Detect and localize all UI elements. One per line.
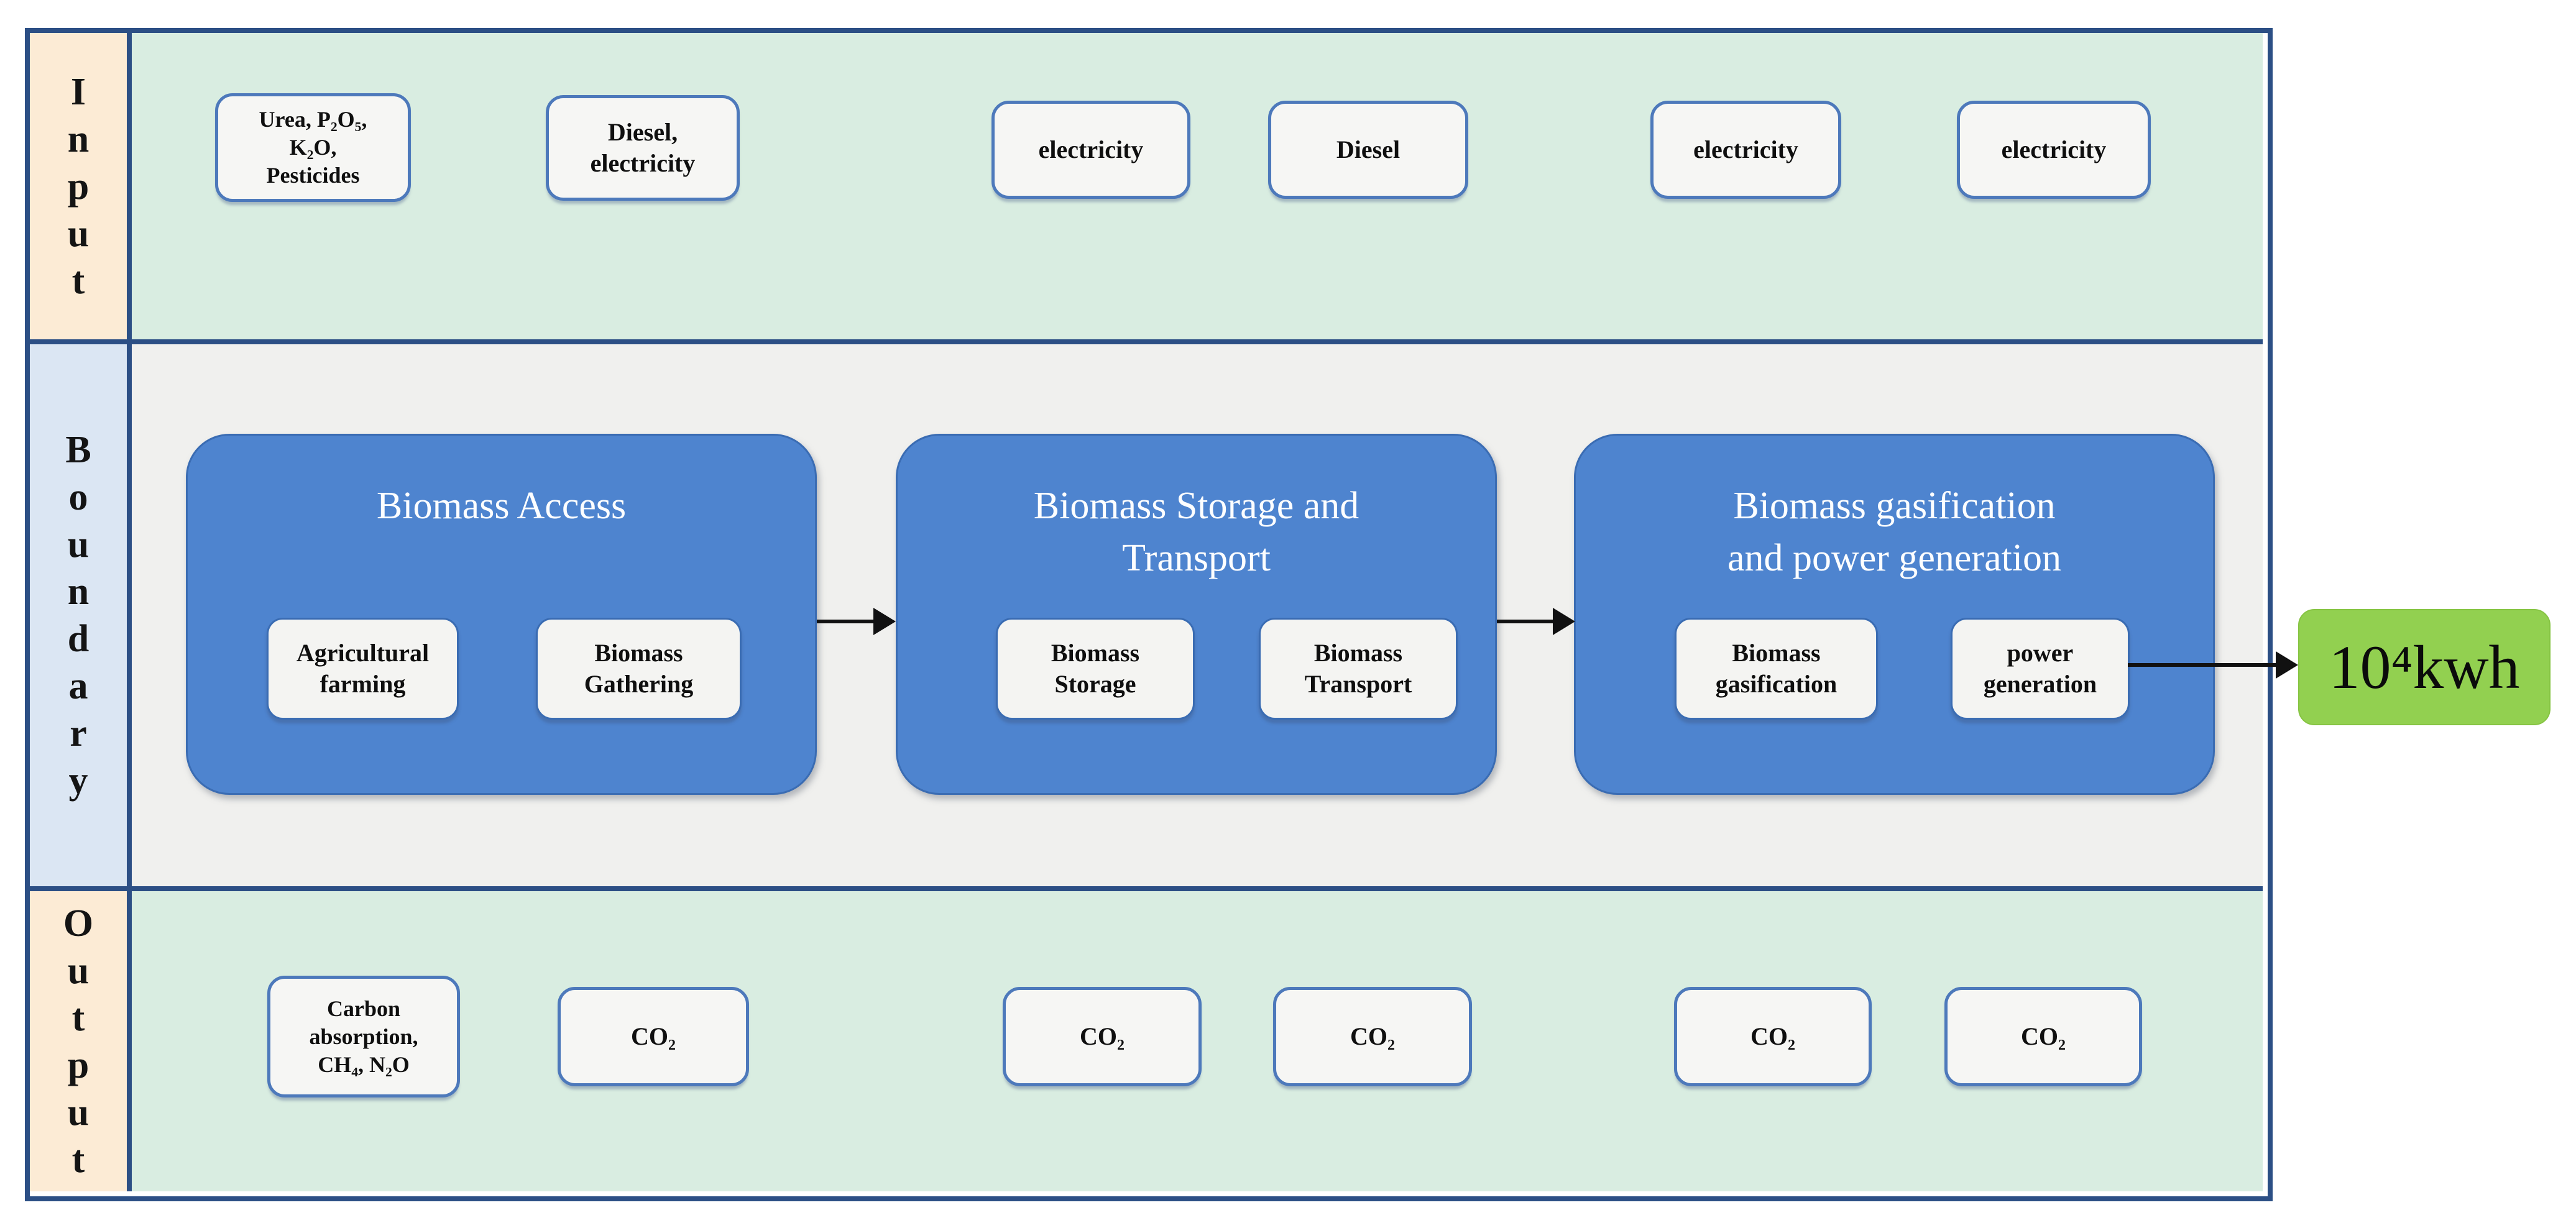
output-box-co2-transport: CO₂ [1273,987,1472,1086]
input-box-diesel-electricity: Diesel, electricity [546,95,740,201]
output-box-co2-farming: CO₂ [558,987,749,1086]
stage-biomass-storage-transport: Biomass Storage and Transport Biomass St… [896,434,1497,795]
arrow-access-to-storage-head [873,608,896,635]
label-column-divider [127,33,132,1191]
output-box-co2-power: CO₂ [1944,987,2142,1086]
arrow-storage-to-gasification-line [1497,620,1555,623]
input-boundary-divider [30,339,2263,344]
stage-biomass-access: Biomass Access Agricultural farming Biom… [186,434,817,795]
result-energy-box: 10⁴kwh [2298,609,2551,725]
arrow-power-to-result-line [2128,663,2278,667]
input-box-diesel-transport: Diesel [1268,101,1468,199]
stage-title: Biomass Storage and Transport [1033,485,1359,579]
subprocess-biomass-storage: Biomass Storage [996,618,1195,720]
diagram-frame [25,28,2273,1201]
subprocess-biomass-transport: Biomass Transport [1259,618,1458,720]
arrow-storage-to-gasification-head [1553,608,1575,635]
input-box-electricity-storage: electricity [991,101,1190,199]
boundary-output-divider [30,886,2263,891]
input-label-strip [30,33,127,339]
subprocess-biomass-gathering: Biomass Gathering [536,618,742,720]
input-box-electricity-power: electricity [1957,101,2151,199]
output-row-label: O u t p u t [63,902,94,1181]
output-box-co2-storage: CO₂ [1003,987,1202,1086]
output-label-strip [30,891,127,1191]
output-box-co2-gasification: CO₂ [1674,987,1872,1086]
output-box-carbon-absorption: Carbon absorption, CH₄, N₂O [267,976,460,1097]
input-box-electricity-gasification: electricity [1650,101,1841,199]
subprocess-biomass-gasification: Biomass gasification [1675,618,1878,720]
subprocess-agricultural-farming: Agricultural farming [267,618,459,720]
stage-title: Biomass gasification and power generatio… [1727,485,2062,579]
boundary-row-label: B o u n d a r y [65,429,91,802]
stage-biomass-gasification-power: Biomass gasification and power generatio… [1574,434,2215,795]
arrow-access-to-storage-line [817,620,876,623]
subprocess-power-generation: power generation [1951,618,2130,720]
input-row-background [132,33,2263,339]
input-row-label: I n p u t [67,70,90,302]
arrow-power-to-result-head [2276,651,2298,679]
boundary-label-strip [30,344,127,886]
input-box-fertilizers: Urea, P₂O₅, K₂O, Pesticides [215,93,411,202]
stage-title: Biomass Access [376,485,627,527]
